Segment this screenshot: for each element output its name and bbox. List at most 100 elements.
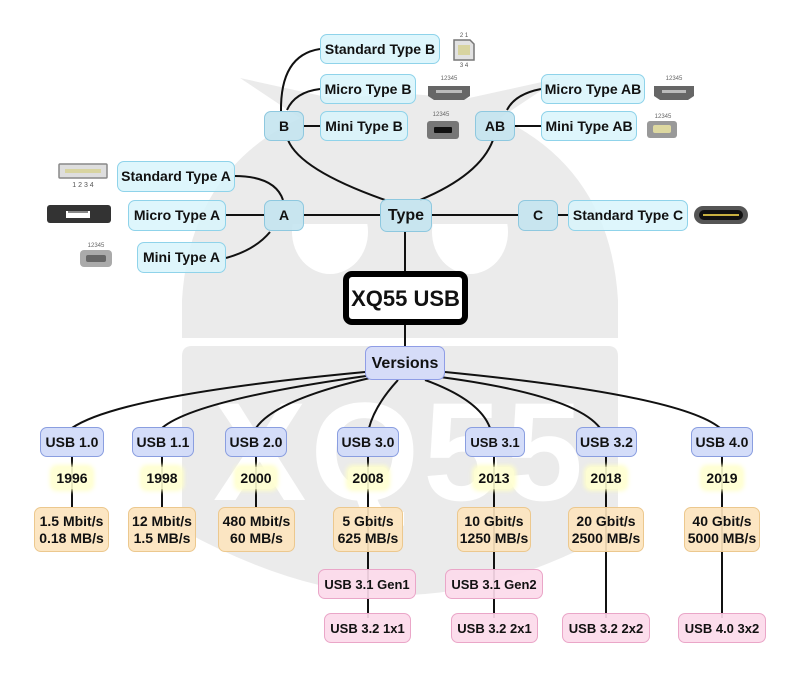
group-b-node[interactable]: B (264, 111, 304, 141)
micro-type-b-label: Micro Type B (324, 80, 412, 97)
edge-type-b (287, 139, 386, 201)
speed-bits: 1.5 Mbit/s (39, 512, 104, 529)
group-a-label: A (278, 207, 290, 223)
group-c-node[interactable]: C (518, 200, 558, 231)
speed-bits: 40 Gbit/s (692, 512, 752, 529)
edge-a-mini (225, 231, 271, 259)
year-label: 2018 (590, 469, 622, 486)
pin-label: 3 4 (460, 63, 469, 68)
standard-type-c-node[interactable]: Standard Type C (568, 200, 688, 231)
year-node-usb11: 1998 (142, 467, 182, 489)
alias-label: USB 3.2 2x1 (457, 620, 532, 636)
pin-label: 2 1 (460, 33, 469, 39)
version-name: USB 3.1 (470, 434, 520, 450)
speed-bits: 480 Mbit/s (222, 512, 291, 529)
year-node-usb40: 2019 (702, 467, 742, 489)
micro-type-b-node[interactable]: Micro Type B (320, 74, 416, 104)
type-hub-label: Type (387, 207, 425, 224)
speed-bytes: 1250 MB/s (459, 529, 529, 546)
edge-b-standard (279, 48, 321, 113)
mini-type-a-node[interactable]: Mini Type A (137, 242, 226, 273)
speed-bits: 5 Gbit/s (342, 512, 394, 529)
alias-label: USB 3.2 1x1 (330, 620, 405, 636)
version-node-usb32[interactable]: USB 3.2 (576, 427, 637, 457)
usb-micro-a-connector-icon (47, 205, 111, 223)
version-node-usb40[interactable]: USB 4.0 (691, 427, 753, 457)
group-ab-node[interactable]: AB (475, 111, 515, 141)
micro-type-ab-label: Micro Type AB (544, 80, 642, 97)
version-name: USB 3.2 (580, 433, 633, 450)
mini-type-b-label: Mini Type B (325, 117, 403, 134)
version-node-usb11[interactable]: USB 1.1 (132, 427, 194, 457)
standard-type-a-node[interactable]: Standard Type A (117, 161, 235, 192)
version-name: USB 2.0 (229, 433, 283, 450)
year-label: 2008 (352, 469, 384, 486)
edge-b-micro (286, 88, 321, 111)
alias-label: USB 3.1 Gen2 (451, 576, 537, 592)
versions-hub-label: Versions (371, 354, 439, 372)
edge-type-ab (419, 139, 494, 201)
usb-micro-b-connector-icon: 12345 (428, 76, 470, 100)
group-b-label: B (278, 117, 290, 134)
mini-type-a-label: Mini Type A (143, 249, 220, 265)
pin-label: 12345 (433, 112, 450, 118)
version-node-usb20[interactable]: USB 2.0 (225, 427, 287, 457)
version-node-usb30[interactable]: USB 3.0 (337, 427, 399, 457)
usb-micro-ab-connector-icon: 12345 (654, 76, 694, 100)
pin-label: 1 2 3 4 (72, 182, 94, 189)
mini-type-b-node[interactable]: Mini Type B (320, 111, 408, 141)
alias-node-usb31-gen2: USB 3.1 Gen2 (445, 569, 543, 599)
standard-type-a-label: Standard Type A (121, 168, 231, 184)
version-name: USB 3.0 (341, 433, 395, 450)
root-node[interactable]: XQ55 USB (343, 271, 468, 325)
micro-type-ab-node[interactable]: Micro Type AB (541, 74, 645, 104)
root-title: XQ55 USB (351, 285, 460, 311)
year-label: 2000 (240, 469, 272, 486)
edge-versions-usb40 (444, 371, 721, 429)
standard-type-b-node[interactable]: Standard Type B (320, 34, 440, 64)
speed-bits: 10 Gbit/s (464, 512, 524, 529)
year-node-usb10: 1996 (52, 467, 92, 489)
edge-versions-usb31 (424, 379, 491, 429)
alias-label: USB 3.1 Gen1 (324, 576, 410, 592)
edge-a-standard (233, 175, 284, 201)
usb-mini-ab-connector-icon: 12345 (647, 114, 677, 138)
micro-type-a-label: Micro Type A (133, 207, 221, 223)
edge-versions-usb11 (161, 375, 367, 429)
type-hub-node[interactable]: Type (380, 199, 432, 232)
usb-standard-a-connector-icon: 1 2 3 4 (58, 163, 108, 189)
usb-mini-a-connector-icon: 12345 (80, 243, 112, 267)
year-label: 2019 (706, 469, 738, 486)
alias-label: USB 3.2 2x2 (568, 620, 644, 636)
pin-label: 12345 (655, 114, 672, 120)
usb-standard-b-connector-icon: 2 1 3 4 (453, 33, 475, 68)
micro-type-a-node[interactable]: Micro Type A (128, 200, 226, 231)
version-node-usb10[interactable]: USB 1.0 (40, 427, 104, 457)
speed-bytes: 5000 MB/s (687, 529, 757, 546)
group-a-node[interactable]: A (264, 200, 304, 231)
version-name: USB 1.1 (136, 433, 190, 450)
version-node-usb31[interactable]: USB 3.1 (465, 427, 525, 457)
speed-bytes: 625 MB/s (337, 529, 399, 546)
edge-versions-usb20 (255, 377, 371, 429)
speed-bytes: 2500 MB/s (571, 529, 641, 546)
mini-type-ab-label: Mini Type AB (545, 117, 633, 134)
alias-node-usb32-2x2: USB 3.2 2x2 (562, 613, 650, 643)
group-ab-label: AB (484, 117, 506, 134)
alias-node-usb40-3x2: USB 4.0 3x2 (678, 613, 766, 643)
speed-bytes: 1.5 MB/s (133, 529, 191, 546)
edge-ab-micro (506, 88, 542, 111)
edge-versions-usb32 (439, 376, 601, 429)
alias-node-usb31-gen1: USB 3.1 Gen1 (318, 569, 416, 599)
mini-type-ab-node[interactable]: Mini Type AB (541, 111, 637, 141)
usb-mini-b-connector-icon: 12345 (427, 112, 459, 139)
year-node-usb32: 2018 (586, 467, 626, 489)
group-c-label: C (532, 207, 544, 223)
speed-bits: 20 Gbit/s (576, 512, 636, 529)
edge-versions-usb10 (71, 371, 366, 429)
versions-hub-node[interactable]: Versions (365, 346, 445, 380)
